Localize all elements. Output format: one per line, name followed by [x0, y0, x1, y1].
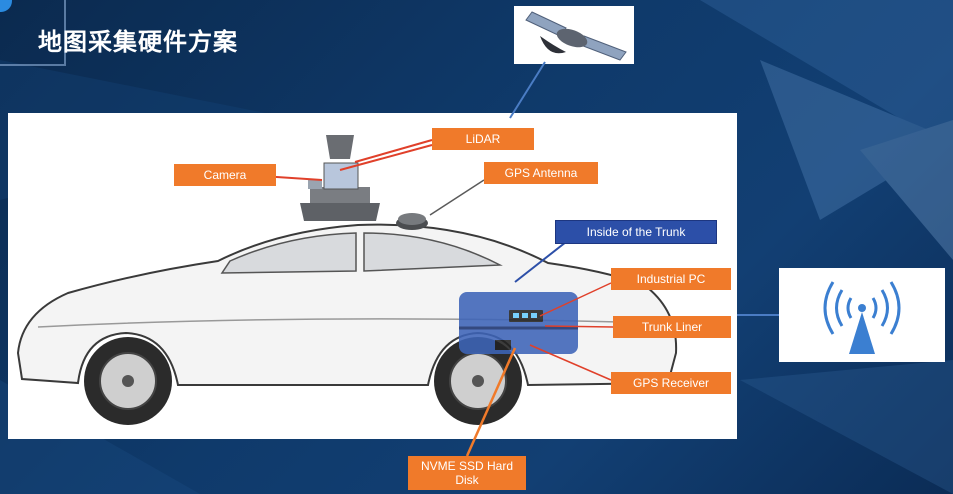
label-lidar: LiDAR [432, 128, 534, 150]
wireless-tower-icon [823, 281, 901, 354]
label-inside-trunk: Inside of the Trunk [555, 220, 717, 244]
corner-frame [0, 0, 66, 66]
gps-antenna-dome-icon [396, 213, 428, 230]
label-gps-receiver: GPS Receiver [611, 372, 731, 394]
page-title: 地图采集硬件方案 [38, 28, 238, 56]
label-ssd: NVME SSD Hard Disk [408, 456, 526, 490]
label-industrial-pc: Industrial PC [611, 268, 731, 290]
lidar-sensor-icon [300, 135, 380, 221]
trunk-box [459, 292, 578, 354]
label-camera: Camera [174, 164, 276, 186]
trunk-equipment [459, 310, 578, 350]
label-gps-antenna: GPS Antenna [484, 162, 598, 184]
satellite-image [514, 6, 634, 64]
wireless-tower-image [779, 268, 945, 362]
satellite-icon [525, 11, 627, 61]
label-trunk-liner: Trunk Liner [613, 316, 731, 338]
